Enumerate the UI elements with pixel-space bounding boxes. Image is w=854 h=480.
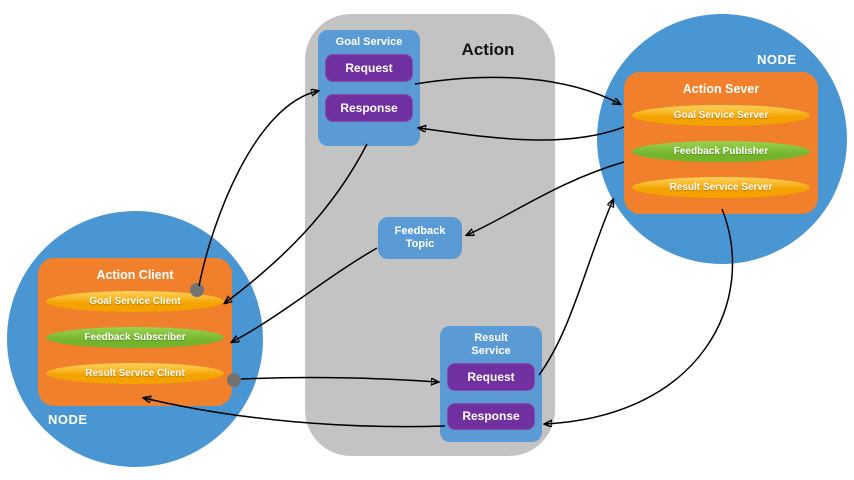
server-node-label: NODE	[757, 52, 797, 67]
result-service-box: Result Service Request Response	[440, 326, 542, 442]
result-service-client-pill: Result Service Client	[46, 363, 224, 384]
feedback-publisher-pill: Feedback Publisher	[632, 141, 810, 162]
action-client-title: Action Client	[96, 268, 174, 282]
client-node-label: NODE	[48, 412, 88, 427]
goal-service-title: Goal Service	[335, 36, 403, 48]
result-connection-dot	[227, 373, 241, 387]
result-service-title: Result Service	[471, 332, 511, 357]
action-server-title: Action Sever	[682, 82, 760, 96]
goal-service-server-pill: Goal Service Server	[632, 105, 810, 126]
goal-response-button: Response	[325, 94, 413, 122]
feedback-topic-title: Feedback Topic	[394, 225, 446, 250]
goal-service-client-pill: Goal Service Client	[46, 291, 224, 312]
result-request-button: Request	[447, 363, 535, 391]
action-client-box: Action Client Goal Service Client Feedba…	[38, 258, 232, 406]
action-panel-title: Action	[461, 40, 515, 59]
result-response-button: Response	[447, 402, 535, 430]
goal-request-button: Request	[325, 54, 413, 82]
action-server-box: Action Sever Goal Service Server Feedbac…	[624, 72, 818, 214]
goal-service-box: Goal Service Request Response	[318, 30, 420, 146]
result-service-server-pill: Result Service Server	[632, 177, 810, 198]
goal-connection-dot	[190, 283, 204, 297]
feedback-topic-box: Feedback Topic	[378, 217, 462, 259]
feedback-subscriber-pill: Feedback Subscriber	[46, 327, 224, 348]
